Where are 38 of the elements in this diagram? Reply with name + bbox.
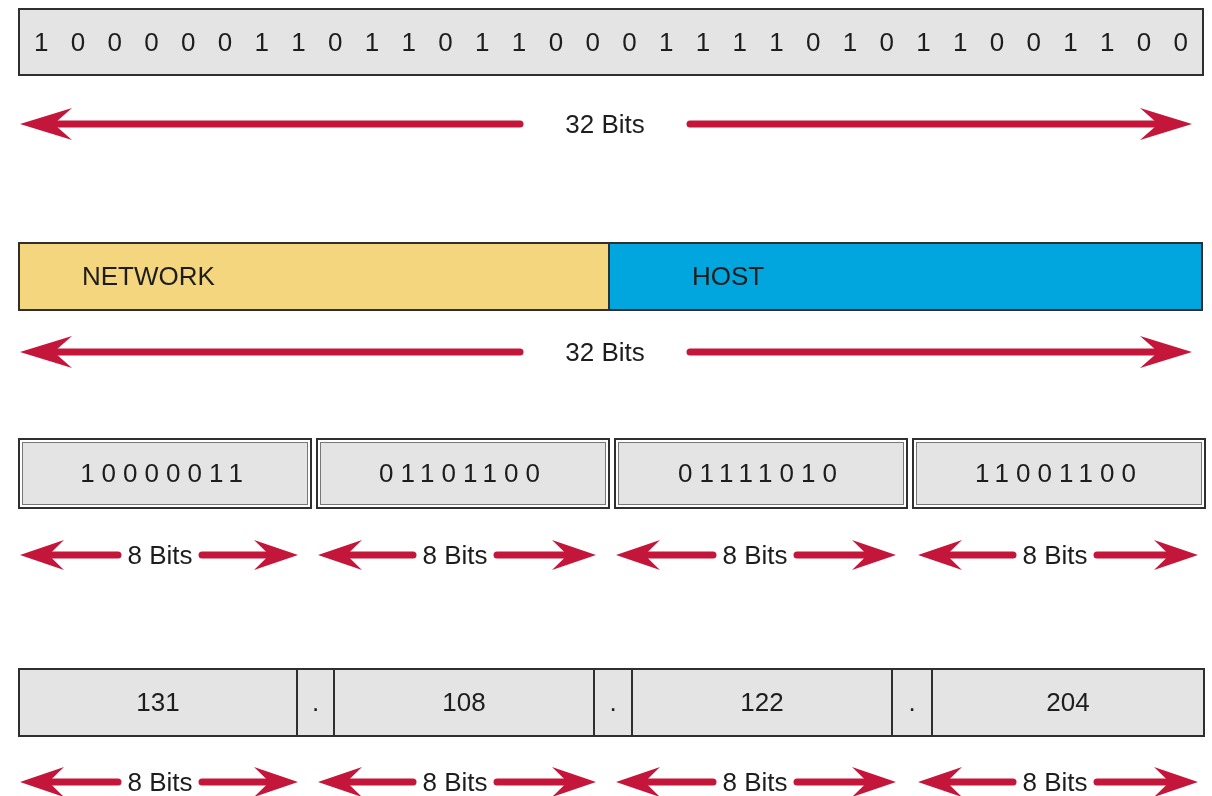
field-text: 10000011 (80, 458, 250, 489)
field-text: 01111010 (678, 458, 844, 489)
dimension-label: 8 Bits (422, 542, 488, 568)
field-text: 204 (1046, 687, 1090, 718)
field-text: . (609, 687, 617, 718)
dimension-label: 8 Bits (422, 769, 488, 795)
dimension-label: 8 Bits (1022, 769, 1088, 795)
field-box (608, 242, 1203, 311)
field-text: 122 (740, 687, 784, 718)
field-box (631, 668, 893, 737)
field-box (931, 668, 1205, 737)
field-box (18, 668, 298, 737)
field-box (593, 668, 633, 737)
field-box (912, 438, 1206, 509)
field-text: 108 (442, 687, 486, 718)
dimension-label: 8 Bits (722, 542, 788, 568)
field-box (18, 242, 610, 311)
field-text: 11001100 (975, 458, 1143, 489)
field-box (18, 438, 312, 509)
dimension-label: 8 Bits (722, 769, 788, 795)
field-box (296, 668, 335, 737)
field-box (333, 668, 595, 737)
dimension-label: 32 Bits (565, 339, 645, 365)
dimension-label: 8 Bits (127, 769, 193, 795)
field-box (614, 438, 908, 509)
field-box (891, 668, 933, 737)
field-box (316, 438, 610, 509)
field-text: NETWORK (82, 261, 215, 292)
dimension-label: 8 Bits (127, 542, 193, 568)
field-text: . (908, 687, 916, 718)
field-box (18, 8, 1204, 76)
dimension-label: 8 Bits (1022, 542, 1088, 568)
dimension-label: 32 Bits (565, 111, 645, 137)
field-text: 131 (136, 687, 180, 718)
field-text: . (311, 687, 320, 718)
field-text: HOST (692, 261, 765, 292)
field-text: 1 0 0 0 0 0 1 1 0 1 1 0 1 1 0 0 0 1 1 1 1 0 1 0 1 1 0 0 1 1 0 0 (34, 26, 1188, 58)
field-text: 01101100 (379, 458, 547, 489)
